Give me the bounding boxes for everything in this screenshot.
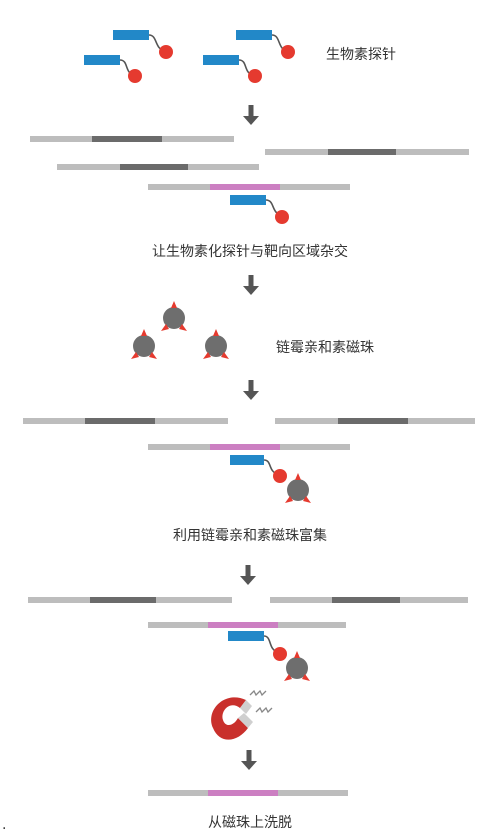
biotin-probe-icon xyxy=(113,30,173,59)
target-fragment xyxy=(148,444,350,450)
streptavidin-bead-icon xyxy=(161,301,187,331)
label-biotin-probe: 生物素探针 xyxy=(326,47,396,63)
dna-fragment xyxy=(270,597,468,603)
down-arrow-icon xyxy=(241,750,257,770)
label-elute: 从磁珠上洗脱 xyxy=(208,815,292,831)
target-fragment xyxy=(148,184,350,190)
streptavidin-bead-icon xyxy=(284,651,310,681)
dna-fragment xyxy=(28,597,232,603)
down-arrow-icon xyxy=(243,275,259,295)
dna-fragment xyxy=(30,136,234,142)
biotin-probe-icon xyxy=(230,455,287,483)
streptavidin-bead-icon xyxy=(131,329,157,359)
streptavidin-bead-icon xyxy=(285,473,311,503)
down-arrow-icon xyxy=(243,380,259,400)
dot-marker: . xyxy=(2,817,7,833)
down-arrow-icon xyxy=(240,565,256,585)
biotin-probe-icon xyxy=(228,631,287,661)
dna-fragment xyxy=(265,149,469,155)
target-fragment xyxy=(148,622,346,628)
biotin-probe-icon xyxy=(230,195,289,224)
streptavidin-bead-icon xyxy=(203,329,229,359)
biotin-probe-icon xyxy=(236,30,295,59)
dna-fragment xyxy=(23,418,228,424)
biotin-probe-icon xyxy=(203,55,262,83)
dna-fragment xyxy=(275,418,475,424)
target-fragment xyxy=(148,790,348,796)
label-streptavidin-beads: 链霉亲和素磁珠 xyxy=(276,340,374,356)
biotin-probe-icon xyxy=(84,55,142,83)
label-enrich: 利用链霉亲和素磁珠富集 xyxy=(173,528,327,544)
down-arrow-icon xyxy=(243,105,259,125)
magnet-icon xyxy=(211,689,273,740)
label-hybridize: 让生物素化探针与靶向区域杂交 xyxy=(152,244,348,260)
dna-fragment xyxy=(57,164,259,170)
